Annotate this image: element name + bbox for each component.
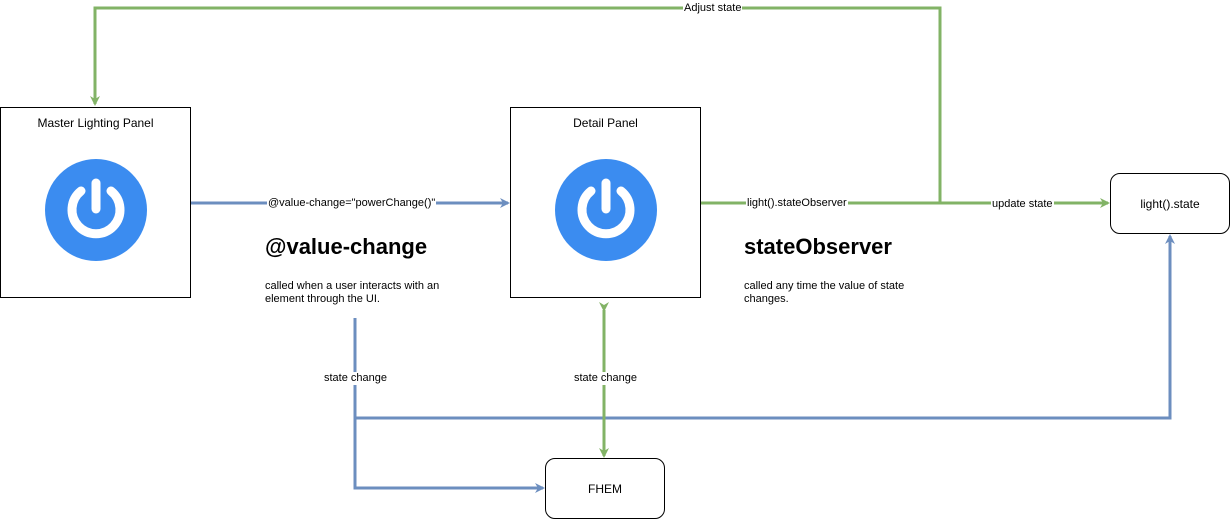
power-icon[interactable] (45, 159, 147, 261)
detail-panel: Detail Panel (510, 107, 701, 298)
light-state-node: light().state (1110, 173, 1230, 234)
adjust-state-label: Adjust state (683, 2, 743, 15)
update-state-label: update state (991, 198, 1054, 211)
state-change-left-label: state change (323, 372, 388, 385)
fhem-label: FHEM (588, 481, 622, 496)
detail-panel-title: Detail Panel (573, 116, 638, 130)
state-observer-binding-label: light().stateObserver (746, 197, 848, 210)
state-observer-heading: stateObserver (744, 234, 892, 259)
edge-to-light-state (355, 234, 1175, 420)
state-change-center-label: state change (573, 372, 638, 385)
value-change-heading: @value-change (265, 234, 428, 259)
fhem-node: FHEM (545, 458, 665, 519)
value-change-binding-label: @value-change="powerChange()" (267, 197, 437, 210)
state-observer-description: called any time the value of state chang… (744, 280, 905, 305)
light-state-label: light().state (1140, 196, 1200, 211)
master-lighting-panel: Master Lighting Panel (0, 107, 191, 298)
power-icon[interactable] (555, 159, 657, 261)
edge-state-change-left (353, 318, 545, 493)
value-change-description: called when a user interacts with an ele… (265, 280, 440, 305)
master-lighting-panel-title: Master Lighting Panel (37, 116, 154, 130)
edge-adjust-state (90, 6, 942, 205)
